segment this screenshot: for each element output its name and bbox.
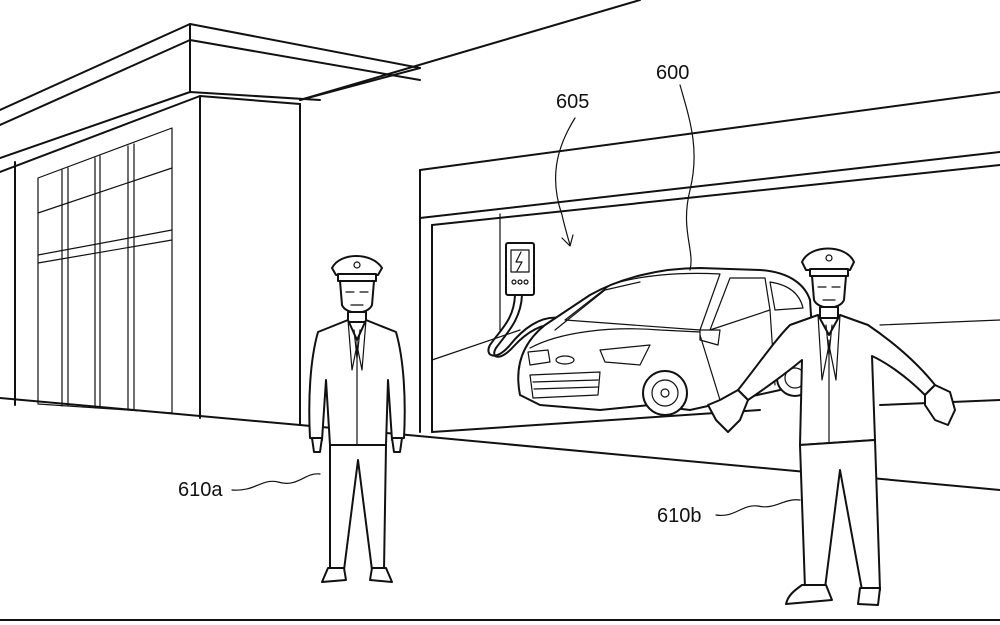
ev-charger [487, 242, 563, 358]
label-605: 605 [556, 91, 589, 113]
leader-605 [554, 117, 576, 246]
attendant-left [308, 255, 406, 583]
label-610a: 610a [178, 479, 223, 501]
label-600: 600 [656, 62, 689, 84]
leader-610b [715, 499, 801, 516]
building-left-block [0, 23, 421, 426]
electric-car [517, 267, 814, 416]
leader-610a [231, 473, 321, 491]
attendant-right [707, 247, 956, 606]
garage-block [299, 0, 1000, 491]
leader-600 [679, 84, 695, 271]
leader-lines [231, 84, 801, 516]
label-610b: 610b [657, 505, 702, 527]
